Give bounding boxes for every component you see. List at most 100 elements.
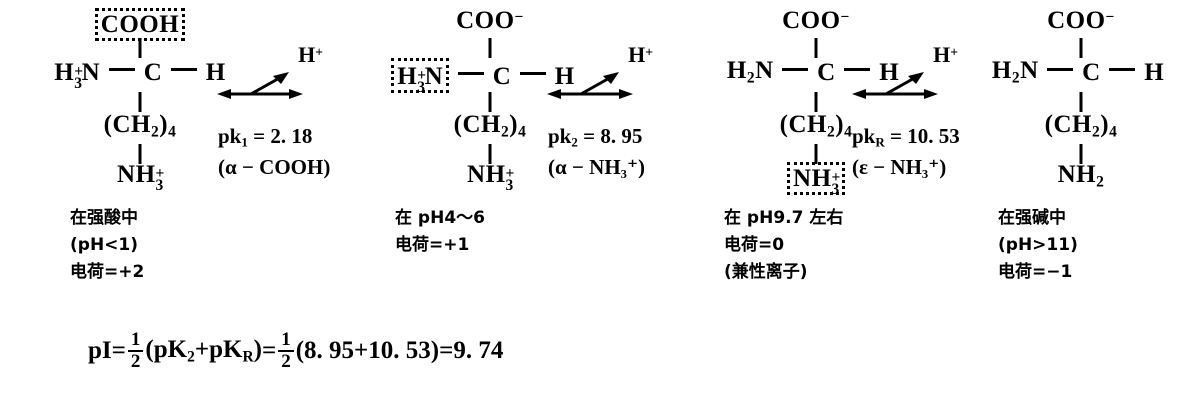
pk-group-line: (α − COOH)	[218, 154, 331, 179]
alpha-hydrogen: H	[554, 62, 575, 90]
bond-vertical-mid	[1079, 92, 1083, 112]
equilibrium-arrow-2: H+	[545, 44, 655, 106]
pi-label: pI	[88, 336, 112, 364]
alpha-carbon: C	[1082, 58, 1101, 86]
bond-vertical-bottom	[1079, 144, 1083, 164]
carboxylate-group: COO−	[1047, 7, 1115, 34]
bond-horizontal-right	[171, 68, 198, 72]
epsilon-amino-group: NH+3	[117, 161, 165, 195]
proton-label: H+	[933, 42, 958, 67]
alpha-amino-group: H2N	[991, 57, 1039, 87]
alpha-hydrogen: H	[205, 58, 226, 86]
alpha-carbon: C	[492, 62, 512, 90]
side-chain-group: (CH2)4	[453, 111, 527, 141]
bond-vertical-bottom	[488, 144, 492, 164]
bond-vertical-top	[1079, 38, 1083, 58]
caption-form-4: 在强碱中 (pH>11) 电荷=−1	[998, 205, 1202, 286]
bond-vertical-top	[814, 38, 818, 58]
bond-horizontal-left	[108, 68, 135, 72]
pk-value-line: pk2 = 8. 95	[548, 124, 643, 150]
backbone-row: H2N C H	[680, 58, 920, 92]
bond-horizontal-left	[1047, 68, 1074, 72]
carboxylate-group: COO−	[782, 7, 850, 34]
pi-result: 9. 74	[453, 336, 504, 364]
epsilon-amino-highlight-box: NH+3	[787, 162, 845, 197]
proton-label: H+	[628, 42, 653, 67]
caption-line: 在 pH4〜6	[395, 208, 485, 228]
fraction-one-half-first: 1 2	[127, 329, 144, 372]
backbone-row: H2N C H	[945, 58, 1185, 92]
caption-form-3: 在 pH9.7 左右 电荷=0 (兼性离子)	[724, 205, 984, 286]
fraction-denominator: 2	[127, 349, 144, 372]
equilibrium-arrow-1: H+	[215, 44, 325, 106]
equals-sign-2: =	[261, 336, 277, 364]
equals-sign-3: =	[439, 336, 454, 364]
side-chain-group: (CH2)4	[103, 111, 177, 141]
caption-form-1: 在强酸中 (pH<1) 电荷=+2	[70, 205, 330, 286]
pk-annotation-2: pk2 = 8. 95 (α − NH₃⁺)	[548, 124, 645, 180]
alpha-amino-group: H2N	[726, 57, 774, 87]
side-chain-group: (CH2)4	[779, 111, 853, 141]
bond-vertical-mid	[488, 92, 492, 112]
carboxyl-group: COOH	[20, 8, 260, 41]
charge-cluster: +3	[155, 164, 165, 195]
caption-line: 在 pH9.7 左右	[724, 208, 844, 228]
pk-group-line: (ε − NH₃⁺)	[852, 154, 947, 179]
double-arrow-icon	[547, 72, 633, 99]
pk-group-line: (α − NH₃⁺)	[548, 154, 646, 179]
equilibrium-arrow-3: H+	[850, 44, 960, 106]
proton-label: H+	[298, 42, 323, 67]
structure-form-3: COO− H2N C H (CH2)4 NH+3	[680, 7, 920, 197]
charge-cluster: +3	[417, 66, 427, 96]
bond-vertical-top	[138, 38, 142, 58]
bond-vertical-bottom	[138, 144, 142, 164]
fraction-numerator: 1	[130, 329, 141, 350]
caption-line: (pH>11)	[998, 235, 1078, 255]
caption-line: 电荷=−1	[998, 262, 1073, 282]
caption-line: 电荷=+2	[70, 262, 145, 282]
epsilon-amino-group: NH+3	[680, 162, 920, 197]
bond-horizontal-right	[520, 72, 547, 76]
pk-value-line: pk1 = 2. 18	[218, 124, 313, 150]
bond-horizontal-left	[782, 68, 809, 72]
equals-sign-1: =	[111, 336, 126, 364]
pk-annotation-1: pk1 = 2. 18 (α − COOH)	[218, 124, 330, 180]
charge-cluster: +3	[74, 62, 84, 92]
bond-vertical-top	[488, 38, 492, 58]
carboxyl-label: COOH	[100, 11, 180, 38]
alpha-carbon: C	[817, 58, 836, 86]
pk-annotation-3: pkR = 10. 53 (ε − NH₃⁺)	[852, 124, 960, 180]
carboxylate-group: COO−	[456, 7, 524, 34]
double-arrow-icon	[217, 72, 303, 99]
fraction-numerator: 1	[281, 329, 291, 350]
caption-line: (pH<1)	[70, 235, 139, 255]
caption-form-2: 在 pH4〜6 电荷=+1	[395, 205, 655, 259]
bond-horizontal-right	[1109, 68, 1136, 72]
carboxyl-highlight-box: COOH	[94, 8, 186, 41]
caption-line: 电荷=+1	[395, 235, 470, 255]
alpha-hydrogen: H	[879, 58, 900, 86]
bond-horizontal-left	[457, 72, 484, 76]
bond-horizontal-right	[844, 68, 871, 72]
isoelectric-point-formula: pI = 1 2 (pK2+pKR) = 1 2 (8. 95+10. 53) …	[88, 330, 503, 372]
bond-vertical-mid	[814, 92, 818, 112]
pk-value-line: pkR = 10. 53	[852, 124, 960, 150]
caption-line: 在强碱中	[998, 208, 1066, 228]
caption-line: 在强酸中	[70, 208, 138, 228]
fraction-denominator: 2	[278, 349, 294, 372]
bond-vertical-bottom	[814, 144, 818, 164]
epsilon-amino-group: NH2	[1057, 161, 1105, 191]
bond-vertical-mid	[138, 92, 142, 112]
caption-line: 电荷=0	[724, 235, 785, 255]
numeric-sum-expression: (8. 95+10. 53)	[295, 336, 440, 364]
charge-cluster: +3	[505, 164, 515, 195]
structure-form-4: COO− H2N C H (CH2)4 NH2	[945, 8, 1185, 192]
pk-sum-expression: (pK2+pKR)	[145, 335, 262, 366]
